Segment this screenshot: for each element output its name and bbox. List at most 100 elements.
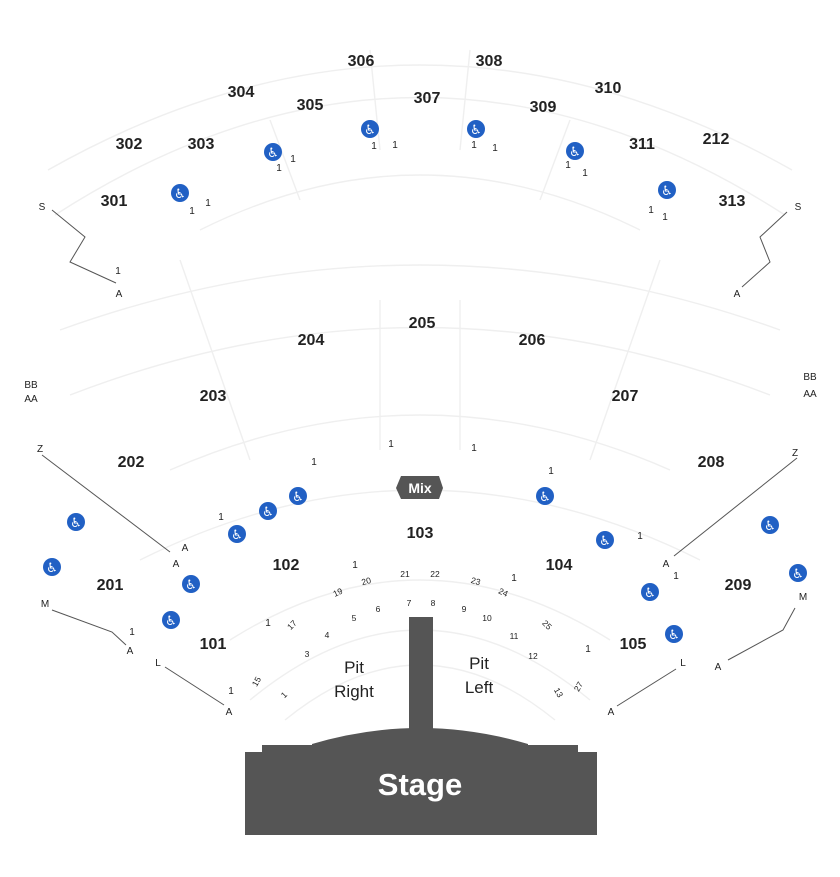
section-305[interactable]: 305 [297, 97, 324, 114]
wheelchair-icon[interactable]: ♿ [361, 120, 379, 138]
pit-seat-label: 9 [462, 604, 467, 614]
section-307[interactable]: 307 [414, 90, 441, 107]
section-313[interactable]: 313 [719, 193, 746, 210]
svg-text:♿: ♿ [292, 490, 304, 505]
wheelchair-icon[interactable]: ♿ [467, 120, 485, 138]
section-302[interactable]: 302 [116, 136, 143, 153]
section-202[interactable]: 202 [118, 454, 145, 471]
section-310[interactable]: 310 [595, 80, 622, 97]
wheelchair-icon[interactable]: ♿ [289, 487, 307, 505]
seat-label: 1 [673, 571, 679, 582]
seat-label: 1 [662, 212, 668, 223]
seat-label: 1 [205, 198, 211, 209]
section-103[interactable]: 103 [407, 525, 434, 542]
section-306[interactable]: 306 [348, 53, 375, 70]
section-304[interactable]: 304 [228, 84, 255, 101]
pit-seat-label: 10 [482, 613, 492, 623]
wheelchair-icon[interactable]: ♿ [43, 558, 61, 576]
section-208[interactable]: 208 [698, 454, 725, 471]
wheelchair-icon[interactable]: ♿ [789, 564, 807, 582]
svg-text:♿: ♿ [470, 123, 482, 138]
wheelchair-icon[interactable]: ♿ [67, 513, 85, 531]
seat-label: 1 [115, 266, 121, 277]
pit-seat-label: 19 [331, 586, 344, 599]
mix-booth[interactable]: Mix [396, 476, 443, 499]
section-212[interactable]: 212 [703, 131, 730, 148]
wheelchair-icon[interactable]: ♿ [566, 142, 584, 160]
section-308[interactable]: 308 [476, 53, 503, 70]
svg-text:♿: ♿ [599, 534, 611, 549]
svg-text:♿: ♿ [231, 528, 243, 543]
row-label: A [663, 559, 670, 570]
wheelchair-icon[interactable]: ♿ [171, 184, 189, 202]
pit-left-label-1[interactable]: Pit [469, 654, 489, 673]
pit-seat-numbers: 21 22 20 23 19 24 7 8 6 9 5 10 4 11 3 12… [250, 569, 586, 700]
wheelchair-icon[interactable]: ♿ [761, 516, 779, 534]
seat-label: 1 [585, 644, 591, 655]
pit-seat-label: 13 [552, 686, 566, 699]
pit-right-label-2[interactable]: Right [334, 682, 374, 701]
svg-text:♿: ♿ [661, 184, 673, 199]
seat-label: 1 [228, 686, 234, 697]
pit-seat-label: 11 [510, 631, 519, 641]
row-label: M [41, 599, 49, 610]
boundary-lines [41, 209, 798, 707]
pit-seat-label: 6 [376, 604, 381, 614]
wheelchair-icon[interactable]: ♿ [162, 611, 180, 629]
pit-seat-label: 7 [407, 598, 412, 608]
section-105[interactable]: 105 [620, 636, 647, 653]
section-209[interactable]: 209 [725, 577, 752, 594]
section-101[interactable]: 101 [200, 636, 227, 653]
seat-label: 1 [648, 205, 654, 216]
seat-label: 1 [637, 531, 643, 542]
wheelchair-icon[interactable]: ♿ [259, 502, 277, 520]
pit-left-label-2[interactable]: Left [465, 678, 494, 697]
row-label: L [680, 658, 686, 669]
section-207[interactable]: 207 [612, 388, 639, 405]
section-102[interactable]: 102 [273, 557, 300, 574]
section-309[interactable]: 309 [530, 99, 557, 116]
row-label: BB [24, 380, 38, 391]
pit-right-label-1[interactable]: Pit [344, 658, 364, 677]
row-label: AA [803, 389, 817, 400]
svg-text:♿: ♿ [185, 578, 197, 593]
section-201[interactable]: 201 [97, 577, 124, 594]
section-204[interactable]: 204 [298, 332, 325, 349]
seat-label: 1 [265, 618, 271, 629]
section-104[interactable]: 104 [546, 557, 573, 574]
row-label: Z [792, 448, 798, 459]
seat-label: 1 [276, 163, 282, 174]
seat-label: 1 [492, 143, 498, 154]
wheelchair-icon[interactable]: ♿ [264, 143, 282, 161]
wheelchair-icon[interactable]: ♿ [641, 583, 659, 601]
accessible-icons[interactable]: ♿ ♿ ♿ ♿ ♿ ♿ ♿ ♿ ♿ ♿ ♿ ♿ ♿ ♿ ♿ ♿ ♿ ♿ ♿ [43, 120, 807, 643]
section-206[interactable]: 206 [519, 332, 546, 349]
wheelchair-icon[interactable]: ♿ [658, 181, 676, 199]
wheelchair-icon[interactable]: ♿ [182, 575, 200, 593]
seat-label: 1 [290, 154, 296, 165]
section-labels[interactable]: 306 308 304 307 310 305 309 302 303 311 … [97, 53, 752, 653]
row-label: BB [803, 372, 817, 383]
seat-label: 1 [371, 141, 377, 152]
section-303[interactable]: 303 [188, 136, 215, 153]
seat-label: 1 [129, 627, 135, 638]
row-label: S [39, 202, 46, 213]
section-205[interactable]: 205 [409, 315, 436, 332]
svg-text:♿: ♿ [764, 519, 776, 534]
seat-label: 1 [582, 168, 588, 179]
section-203[interactable]: 203 [200, 388, 227, 405]
pit-seat-label: 27 [572, 680, 586, 693]
seat-label: 1 [189, 206, 195, 217]
mix-label: Mix [408, 480, 432, 496]
row-label: A [715, 662, 722, 673]
wheelchair-icon[interactable]: ♿ [228, 525, 246, 543]
wheelchair-icon[interactable]: ♿ [596, 531, 614, 549]
section-311[interactable]: 311 [629, 136, 655, 153]
section-301[interactable]: 301 [101, 193, 128, 210]
row-label: A [182, 543, 189, 554]
seat-label: 1 [352, 560, 358, 571]
wheelchair-icon[interactable]: ♿ [665, 625, 683, 643]
svg-text:♿: ♿ [792, 567, 804, 582]
pit-seat-label: 15 [250, 675, 264, 688]
wheelchair-icon[interactable]: ♿ [536, 487, 554, 505]
